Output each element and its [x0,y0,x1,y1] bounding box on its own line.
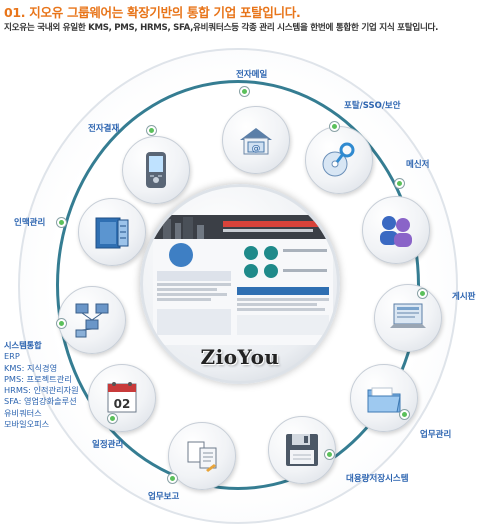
work-report-connector-dot [168,474,177,483]
folder-icon [367,387,401,413]
address-book-icon [95,217,129,249]
svg-text:@: @ [252,144,261,154]
integration-item-kms: KMS: 지식경영 [4,362,58,373]
page-subtitle: 지오유는 국내외 유일한 KMS, PMS, HRMS, SFA,유비쿼터스등 … [4,23,439,33]
calendar-day: 02 [114,397,131,411]
integration-item-erp: ERP [4,351,20,362]
portal-sso-label: 포탈/SSO/보안 [344,101,401,111]
network-icon [75,303,109,338]
system-integration-connector-dot [57,319,66,328]
mail-connector-dot [240,87,249,96]
users-icon [380,216,412,247]
zioyou-logo: ZioYou [200,345,280,369]
approval-node[interactable] [122,136,190,204]
messenger-label: 메신저 [406,160,430,170]
integration-item-hrms: HRMS: 인적관리자원 [4,385,79,396]
task-management-node[interactable] [350,364,418,432]
bulletin-node[interactable] [374,284,442,352]
documents-icon [187,441,217,472]
work-report-label: 업무보고 [148,492,180,502]
schedule-connector-dot [108,414,117,423]
storage-node[interactable] [268,416,336,484]
laptop-icon [390,303,426,328]
storage-connector-dot [325,450,334,459]
mail-house-icon: @ [240,128,272,155]
task-management-label: 업무관리 [420,430,452,440]
messenger-node[interactable] [362,196,430,264]
contacts-connector-dot [57,218,66,227]
integration-item-sfa: SFA: 영업강화솔루션 [4,396,77,407]
portal-sso-node[interactable] [305,126,373,194]
schedule-node[interactable]: 02 [88,364,156,432]
cd-key-icon [322,142,355,177]
bulletin-label: 게시판 [452,292,476,302]
portal-hub[interactable]: ZioYou [140,184,340,384]
system-integration-node[interactable] [58,286,126,354]
contacts-label: 인맥관리 [14,218,46,228]
pda-icon [146,152,166,188]
floppy-icon [286,434,318,466]
messenger-connector-dot [395,179,404,188]
integration-item-mobile-office: 모바일오피스 [4,419,50,430]
integration-item-ubiquitous: 유비쿼터스 [4,407,42,418]
system-integration-label: 시스템통합 [4,340,42,350]
page-title: 01. 지오유 그룹웨어는 확장기반의 통합 기업 포탈입니다. [4,5,301,20]
mail-node[interactable]: @ [222,106,290,174]
schedule-label: 일정관리 [92,440,124,450]
integration-item-pms: PMS: 프로젝트관리 [4,373,72,384]
portal-screenshot [153,215,333,345]
calendar-icon: 02 [107,382,137,413]
storage-label: 대용량저장시스템 [346,474,409,484]
approval-label: 전자결재 [88,124,120,134]
contacts-node[interactable] [78,198,146,266]
portal-diagram: ZioYou @ 전자메일 포탈/SSO/보안 메신저 [0,34,480,530]
work-report-node[interactable] [168,422,236,490]
mail-label: 전자메일 [236,70,268,80]
approval-connector-dot [147,126,156,135]
system-integration-list: 시스템통합 ERP KMS: 지식경영 PMS: 프로젝트관리 HRMS: 인적… [4,340,79,430]
portal-sso-connector-dot [330,122,339,131]
task-management-connector-dot [400,410,409,419]
bulletin-connector-dot [418,289,427,298]
